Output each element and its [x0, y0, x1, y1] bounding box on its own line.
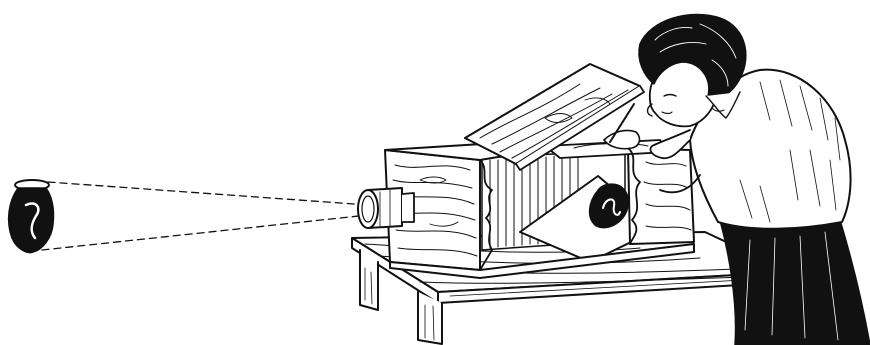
- hinged-lid: [464, 63, 645, 171]
- vase-object: [7, 179, 55, 254]
- projected-vase-image: [588, 183, 629, 229]
- lens-tube: [357, 187, 415, 229]
- drawing-woman: [603, 13, 870, 345]
- camera-obscura-box: [384, 139, 695, 279]
